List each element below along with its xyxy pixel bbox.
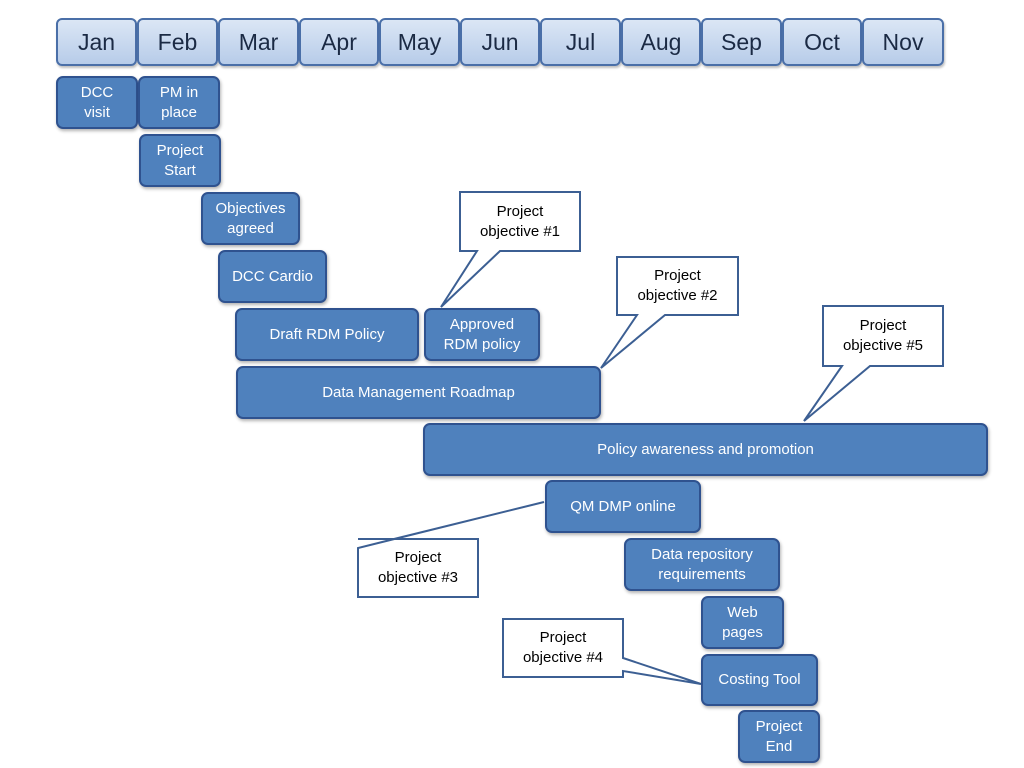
callout-objective-3: Project objective #3: [377, 549, 459, 586]
month-nov: Nov: [862, 18, 944, 66]
task-project-end: Project End: [738, 710, 820, 763]
task-web-pages: Web pages: [701, 596, 784, 649]
task-dcc-visit: DCC visit: [56, 76, 138, 129]
task-approved-rdm-policy: Approved RDM policy: [424, 308, 540, 361]
task-qm-dmp-online: QM DMP online: [545, 480, 701, 533]
month-may: May: [379, 18, 460, 66]
month-mar: Mar: [218, 18, 299, 66]
task-draft-rdm-policy: Draft RDM Policy: [235, 308, 419, 361]
callout-shape-objective-4: [502, 618, 702, 685]
callout-objective-5: Project objective #5: [842, 317, 924, 354]
month-apr: Apr: [299, 18, 379, 66]
task-objectives-agreed: Objectives agreed: [201, 192, 300, 245]
month-aug: Aug: [621, 18, 701, 66]
month-jan: Jan: [56, 18, 137, 66]
month-sep: Sep: [701, 18, 782, 66]
month-feb: Feb: [137, 18, 218, 66]
callout-objective-4: Project objective #4: [522, 629, 604, 666]
task-costing-tool: Costing Tool: [701, 654, 818, 706]
task-data-repository-requirements: Data repository requirements: [624, 538, 780, 591]
month-jul: Jul: [540, 18, 621, 66]
task-project-start: Project Start: [139, 134, 221, 187]
callout-shape-objective-1: [440, 191, 581, 308]
month-oct: Oct: [782, 18, 862, 66]
callout-objective-1: Project objective #1: [479, 202, 561, 240]
task-pm-in-place: PM in place: [138, 76, 220, 129]
task-data-management-roadmap: Data Management Roadmap: [236, 366, 601, 419]
task-dcc-cardio: DCC Cardio: [218, 250, 327, 303]
task-policy-awareness: Policy awareness and promotion: [423, 423, 988, 476]
month-jun: Jun: [460, 18, 540, 66]
callout-shape-objective-5: [803, 305, 944, 422]
callout-objective-2: Project objective #2: [637, 267, 718, 304]
callout-shape-objective-2: [600, 256, 739, 369]
callout-shape-objective-3: [357, 501, 545, 598]
